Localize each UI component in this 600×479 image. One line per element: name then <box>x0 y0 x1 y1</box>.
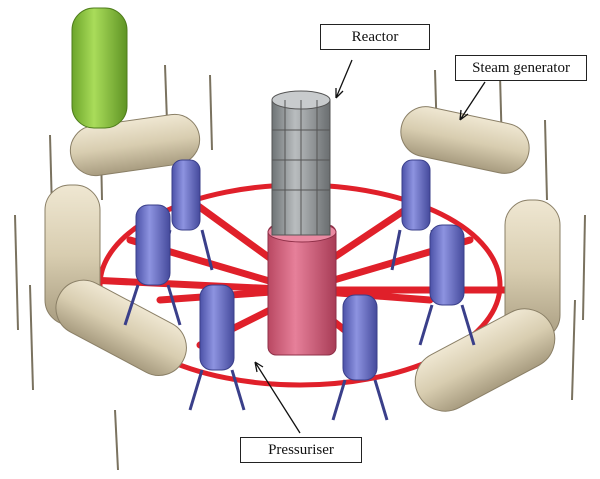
pump-3 <box>188 284 246 411</box>
pump-5 <box>418 224 476 346</box>
callout-arrows <box>254 59 486 434</box>
reactor-arrow <box>335 59 353 99</box>
pump-6 <box>331 294 389 421</box>
pressuriser-tank <box>71 7 128 129</box>
steam-generator-label: Steam generator <box>455 55 587 81</box>
steam-generator-3 <box>55 279 187 376</box>
steam-generator-arrow <box>459 81 486 121</box>
pump-2 <box>123 204 182 326</box>
steam-generator-4 <box>400 106 530 174</box>
support-posts <box>14 64 586 471</box>
pressuriser-arrow <box>254 361 301 434</box>
steam-generators <box>44 106 561 412</box>
reactor-label: Reactor <box>320 24 430 50</box>
reactor <box>267 90 337 356</box>
steam-generator-1 <box>69 113 201 177</box>
pumps <box>123 159 476 421</box>
pressuriser-label: Pressuriser <box>240 437 362 463</box>
